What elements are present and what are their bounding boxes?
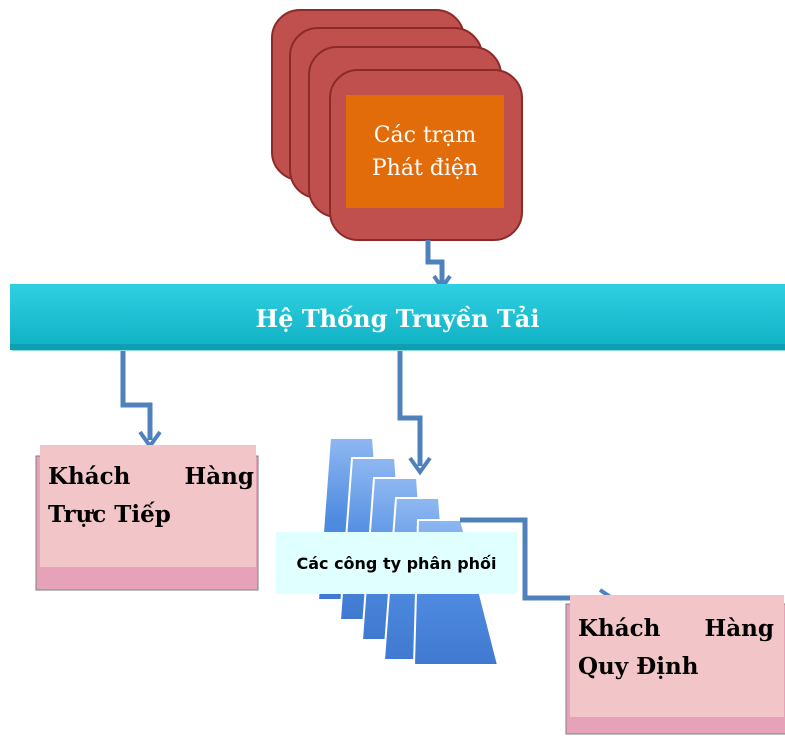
transmission-system-label: Hệ Thống Truyền Tải bbox=[255, 303, 540, 333]
transmission-bus bbox=[10, 284, 785, 351]
direct-customers-word2: Hàng bbox=[184, 463, 254, 490]
direct-customers-label: Khách Hàng Trực Tiếp bbox=[48, 458, 254, 534]
regulated-customers-label: Khách Hàng Quy Định bbox=[578, 610, 774, 686]
generating-station-stack bbox=[271, 9, 523, 241]
arrow-head-distribution bbox=[408, 456, 432, 476]
arrow-distribution-to-regulated bbox=[460, 517, 608, 601]
regulated-customers-line2: Quy Định bbox=[578, 652, 699, 680]
direct-customers-word1: Khách bbox=[48, 463, 131, 490]
arrow-station-to-bus bbox=[425, 240, 445, 284]
generating-stations-line2: Phát điện bbox=[371, 155, 479, 181]
regulated-customers-word2: Hàng bbox=[704, 615, 774, 642]
generating-stations-line1: Các trạm bbox=[373, 122, 477, 148]
arrow-bus-to-distribution bbox=[397, 351, 423, 466]
direct-customers-line2: Trực Tiếp bbox=[48, 500, 171, 528]
direct-customer-box bbox=[35, 445, 259, 591]
distribution-label-bg bbox=[276, 532, 517, 594]
regulated-customer-box bbox=[565, 595, 785, 735]
generating-stations-label: Các trạm Phát điện bbox=[346, 95, 504, 208]
regulated-customers-word1: Khách bbox=[578, 615, 661, 642]
station-inner-box bbox=[346, 95, 504, 208]
arrow-bus-to-direct bbox=[120, 351, 153, 440]
distribution-companies-label: Các công ty phân phối bbox=[296, 553, 497, 573]
